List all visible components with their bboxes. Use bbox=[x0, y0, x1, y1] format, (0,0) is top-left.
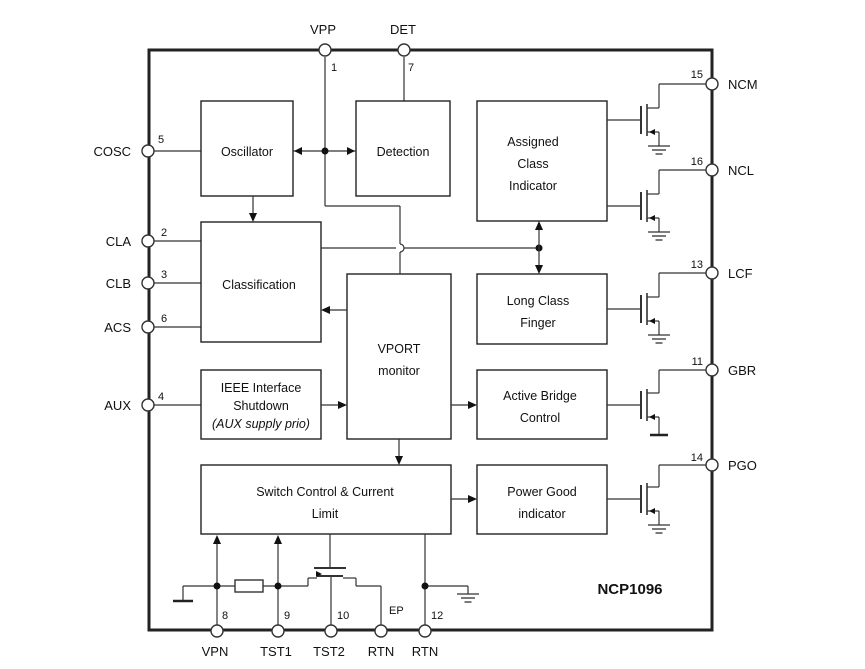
pin-cla-number: 2 bbox=[161, 227, 167, 239]
block-vport-monitor: VPORT monitor bbox=[346, 273, 452, 440]
sense-circuit bbox=[173, 534, 480, 625]
pin-det: DET 7 bbox=[390, 22, 416, 101]
pin-rtn-name: RTN bbox=[412, 644, 438, 659]
pin-rtn-number: 12 bbox=[431, 610, 443, 622]
svg-text:Oscillator: Oscillator bbox=[221, 145, 273, 159]
pin-vpp: VPP 1 bbox=[310, 22, 337, 206]
pin-cla: CLA 2 bbox=[106, 227, 201, 249]
svg-text:Finger: Finger bbox=[520, 316, 555, 330]
svg-text:VPORT: VPORT bbox=[378, 342, 421, 356]
svg-text:IEEE Interface: IEEE Interface bbox=[221, 381, 302, 395]
svg-text:Control: Control bbox=[520, 411, 560, 425]
pin-gbr-number: 11 bbox=[692, 356, 703, 368]
block-ieee-interface-shutdown: IEEE Interface Shutdown (AUX supply prio… bbox=[200, 369, 322, 440]
pin-rtn-ep: EP RTN bbox=[368, 605, 404, 659]
pin-acs-name: ACS bbox=[104, 320, 131, 335]
part-name-label: NCP1096 bbox=[597, 581, 662, 598]
svg-text:Active Bridge: Active Bridge bbox=[503, 389, 577, 403]
pin-vpp-number: 1 bbox=[331, 62, 337, 74]
pin-ncl-name: NCL bbox=[728, 163, 754, 178]
svg-text:monitor: monitor bbox=[378, 364, 420, 378]
pin-aux-name: AUX bbox=[104, 398, 131, 413]
svg-text:Indicator: Indicator bbox=[509, 179, 557, 193]
pin-aux-number: 4 bbox=[158, 391, 164, 403]
sense-resistor bbox=[234, 579, 264, 593]
pin-acs: ACS 6 bbox=[104, 313, 201, 335]
block-switch-control-current-limit: Switch Control & Current Limit bbox=[200, 464, 452, 535]
pin-vpn-name: VPN bbox=[202, 644, 229, 659]
internal-wiring bbox=[249, 147, 543, 503]
block-detection: Detection bbox=[355, 100, 451, 197]
pin-det-name: DET bbox=[390, 22, 416, 37]
pin-tst2-name: TST2 bbox=[313, 644, 345, 659]
svg-text:Classification: Classification bbox=[222, 278, 296, 292]
pin-pgo-name: PGO bbox=[728, 458, 757, 473]
pin-clb-name: CLB bbox=[106, 276, 131, 291]
block-oscillator: Oscillator bbox=[200, 100, 294, 197]
pin-tst1-name: TST1 bbox=[260, 644, 292, 659]
svg-text:indicator: indicator bbox=[518, 507, 565, 521]
pin-pgo: 14 PGO bbox=[691, 452, 757, 473]
pin-ncl: 16 NCL bbox=[691, 156, 754, 178]
svg-text:Shutdown: Shutdown bbox=[233, 399, 289, 413]
block-power-good-indicator: Power Good indicator bbox=[476, 464, 608, 535]
pin-vpn: 8 VPN bbox=[202, 610, 229, 659]
pin-clb-number: 3 bbox=[161, 269, 167, 281]
pin-clb: CLB 3 bbox=[106, 269, 201, 291]
svg-text:Power Good: Power Good bbox=[507, 485, 577, 499]
block-active-bridge-control: Active Bridge Control bbox=[476, 369, 608, 440]
pin-cla-name: CLA bbox=[106, 234, 132, 249]
pin-rtn-ep-name: RTN bbox=[368, 644, 394, 659]
pin-gbr-name: GBR bbox=[728, 363, 756, 378]
pin-tst2: 10 TST2 bbox=[313, 610, 349, 659]
pin-det-number: 7 bbox=[408, 62, 414, 74]
svg-text:Long Class: Long Class bbox=[507, 294, 570, 308]
output-transistor-pgo bbox=[607, 464, 706, 534]
pin-vpp-name: VPP bbox=[310, 22, 336, 37]
pin-cosc: COSC 5 bbox=[93, 134, 201, 159]
svg-text:(AUX supply prio): (AUX supply prio) bbox=[212, 417, 310, 431]
svg-text:Limit: Limit bbox=[312, 507, 339, 521]
pin-lcf-name: LCF bbox=[728, 266, 753, 281]
output-transistor-ncm bbox=[607, 83, 706, 155]
block-classification: Classification bbox=[200, 221, 322, 343]
pin-rtn: 12 RTN bbox=[412, 610, 443, 659]
pin-acs-number: 6 bbox=[161, 313, 167, 325]
pass-transistor bbox=[307, 534, 382, 625]
pin-ncm-name: NCM bbox=[728, 77, 758, 92]
pin-gbr: 11 GBR bbox=[692, 356, 757, 378]
pin-pgo-number: 14 bbox=[691, 452, 703, 464]
pin-lcf-number: 13 bbox=[691, 259, 703, 271]
pin-tst1: 9 TST1 bbox=[260, 610, 292, 659]
pin-ncm: 15 NCM bbox=[691, 69, 758, 92]
block-long-class-finger: Long Class Finger bbox=[476, 273, 608, 345]
output-transistor-ncl bbox=[607, 169, 706, 241]
pin-vpn-number: 8 bbox=[222, 610, 228, 622]
pin-ncm-number: 15 bbox=[691, 69, 703, 81]
pin-lcf: 13 LCF bbox=[691, 259, 753, 281]
block-assigned-class-indicator: Assigned Class Indicator bbox=[476, 100, 608, 222]
pin-tst1-number: 9 bbox=[284, 610, 290, 622]
svg-text:Class: Class bbox=[517, 157, 548, 171]
pin-ncl-number: 16 bbox=[691, 156, 703, 168]
output-transistor-lcf bbox=[607, 272, 706, 344]
pin-cosc-name: COSC bbox=[93, 144, 131, 159]
pin-aux: AUX 4 bbox=[104, 391, 201, 413]
svg-text:Detection: Detection bbox=[377, 145, 430, 159]
pin-rtn-ep-label: EP bbox=[389, 605, 404, 617]
svg-text:Assigned: Assigned bbox=[507, 135, 558, 149]
svg-text:Switch Control & Current: Switch Control & Current bbox=[256, 485, 394, 499]
pin-cosc-number: 5 bbox=[158, 134, 164, 146]
pin-tst2-number: 10 bbox=[337, 610, 349, 622]
output-transistor-gbr bbox=[607, 369, 706, 437]
